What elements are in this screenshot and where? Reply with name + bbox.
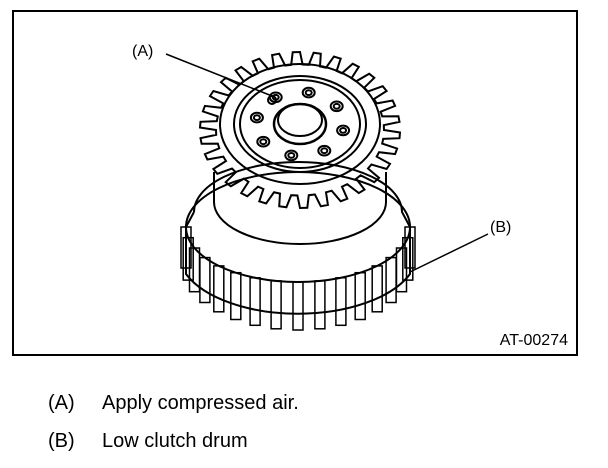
drum-spline [402,236,414,281]
drum-spline [213,265,225,313]
drum-spline [182,236,194,281]
legend-text: Low clutch drum [102,430,248,452]
legend: (A) Apply compressed air. (B) Low clutch… [48,392,299,468]
bolt-hole [339,127,348,134]
legend-text: Apply compressed air. [102,392,299,414]
bolt-hole [256,135,271,148]
drum-spline [314,280,326,330]
legend-item-b: (B) Low clutch drum [48,430,299,454]
legend-key: (A) [48,392,75,414]
bolt-hole [301,86,316,99]
drum-spline [371,265,383,313]
figure-id: AT-00274 [499,332,568,349]
low-clutch-drum-illustration [165,50,489,331]
bolt-hole [284,149,299,162]
bolt-hole [249,111,264,124]
callout-b-label: (B) [490,219,512,236]
figure-frame: (A) (B) AT-00274 [12,10,578,356]
drum-spline [395,247,408,293]
callout-a-leader [165,53,273,97]
bolt-hole [320,147,329,155]
legend-item-a: (A) Apply compressed air. [48,392,299,416]
drum-spline [292,281,304,331]
bolt-hole [287,152,296,159]
bolt-hole [336,124,351,137]
callout-a-label: (A) [132,43,154,60]
drum-spline [385,256,397,304]
drum-spline [270,280,282,330]
bolt-hole [259,138,268,146]
bolt-hole [304,89,313,96]
gear-hub [198,50,402,245]
clutch-drum-body [180,161,416,331]
legend-key: (B) [48,430,75,452]
drum-spline [354,271,366,321]
bolt-hole [252,114,261,121]
drum-spline [249,277,261,327]
drum-spline [404,226,416,269]
drum-spline [230,271,242,321]
bolt-hole [332,102,341,110]
bolt-hole [329,100,344,113]
callout-b-leader [409,233,489,273]
drum-spline [199,256,211,304]
drum-spline [335,277,347,327]
bolt-hole [317,144,332,157]
